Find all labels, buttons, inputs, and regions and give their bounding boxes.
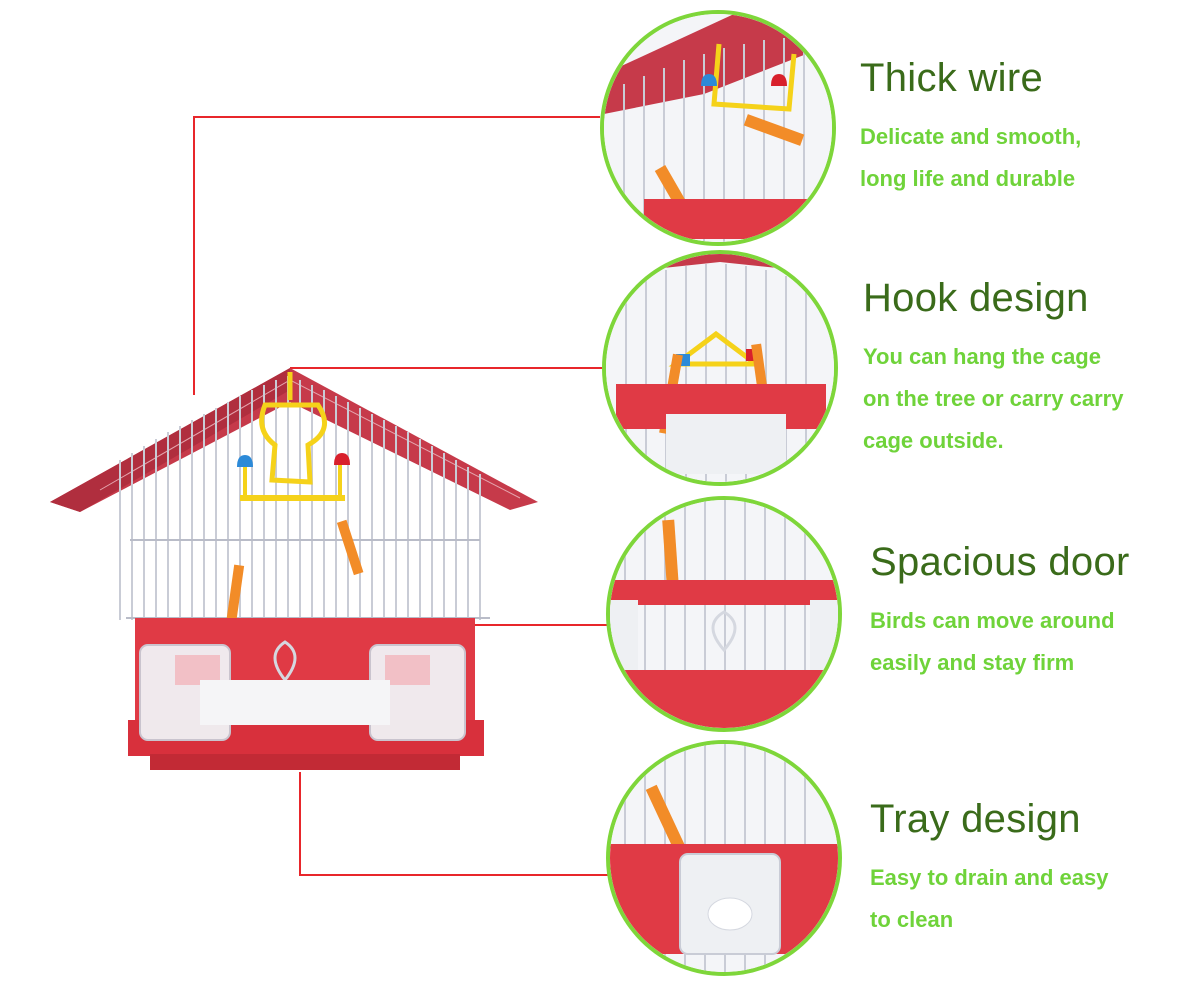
feature-hook-design: Hook design You can hang the cage on the… <box>863 276 1183 462</box>
feature-description: Birds can move around easily and stay fi… <box>870 608 1115 675</box>
detail-circle-thick-wire <box>600 10 836 246</box>
bird-cage-illustration <box>50 368 538 770</box>
swing <box>259 372 328 485</box>
feature-description: Easy to drain and easy to clean <box>870 865 1109 932</box>
feature-thick-wire: Thick wire Delicate and smooth, long lif… <box>860 56 1180 200</box>
feature-tray-design: Tray design Easy to drain and easy to cl… <box>870 797 1190 941</box>
door-heart-icon <box>273 640 297 683</box>
feature-title: Hook design <box>863 276 1089 320</box>
cage-roof <box>50 368 538 512</box>
feature-description: Delicate and smooth, long life and durab… <box>860 124 1082 191</box>
feature-description: You can hang the cage on the tree or car… <box>863 344 1124 453</box>
detail-circle-tray-design <box>606 740 842 976</box>
feature-title: Thick wire <box>860 56 1044 100</box>
tray <box>200 680 390 725</box>
detail-circle-spacious-door <box>606 496 842 732</box>
perch-left <box>225 564 245 626</box>
feature-spacious-door: Spacious door Birds can move around easi… <box>870 540 1190 684</box>
feature-title: Tray design <box>870 797 1081 841</box>
connector-tray-design <box>299 772 612 876</box>
red-bell-icon <box>334 453 350 465</box>
feature-title: Spacious door <box>870 540 1130 584</box>
perch-right <box>336 519 364 576</box>
blue-bell-icon <box>237 455 253 467</box>
connector-thick-wire <box>193 116 600 395</box>
detail-circle-hook-design <box>602 250 838 486</box>
